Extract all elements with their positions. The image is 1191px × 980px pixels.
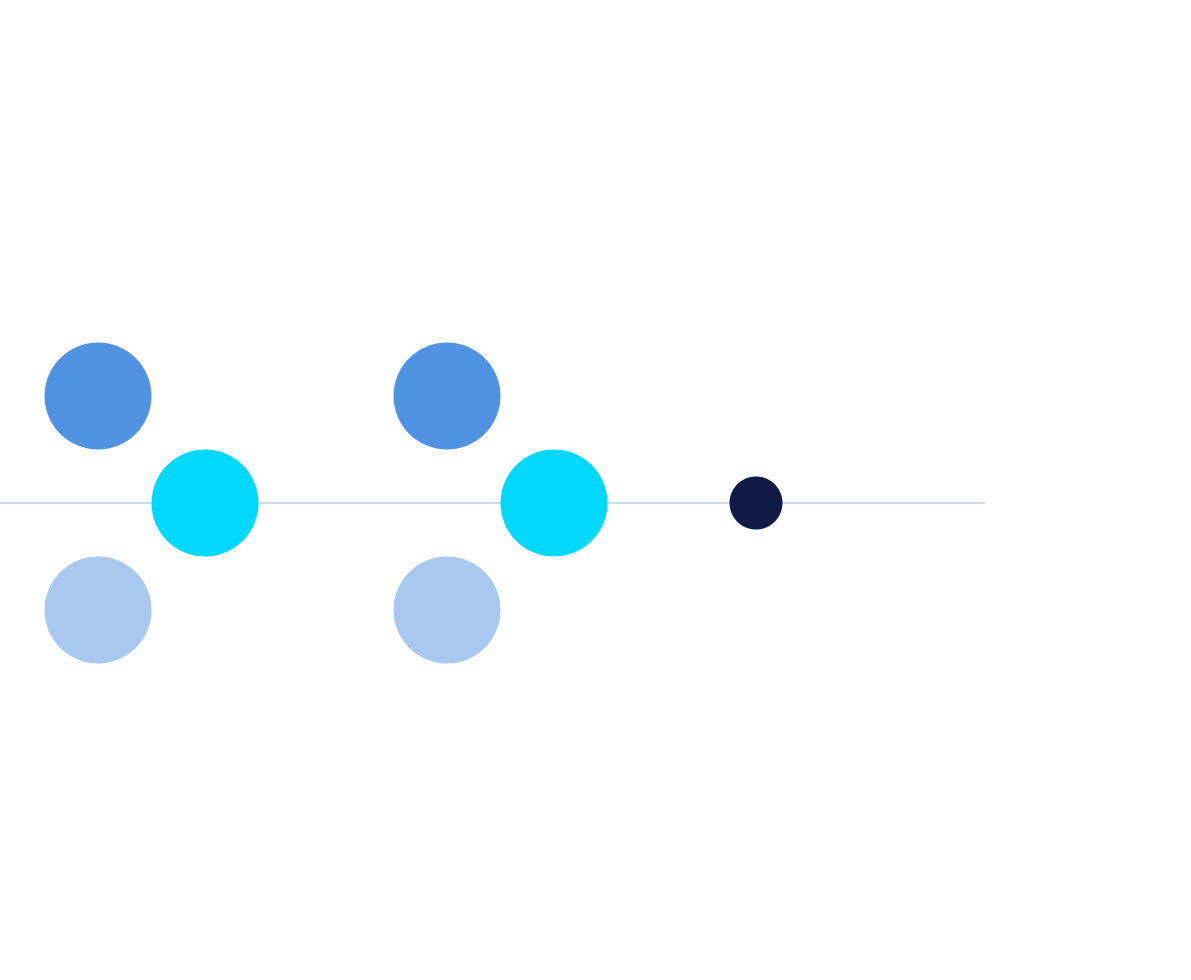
group-1-top-dot <box>44 342 152 450</box>
end-dot <box>729 476 783 530</box>
group-2-center-dot <box>500 449 608 557</box>
group-1-center-dot <box>151 449 259 557</box>
group-1-bottom-dot <box>44 556 152 664</box>
group-2-bottom-dot <box>393 556 501 664</box>
group-2-top-dot <box>393 342 501 450</box>
dot-layer <box>44 342 783 664</box>
